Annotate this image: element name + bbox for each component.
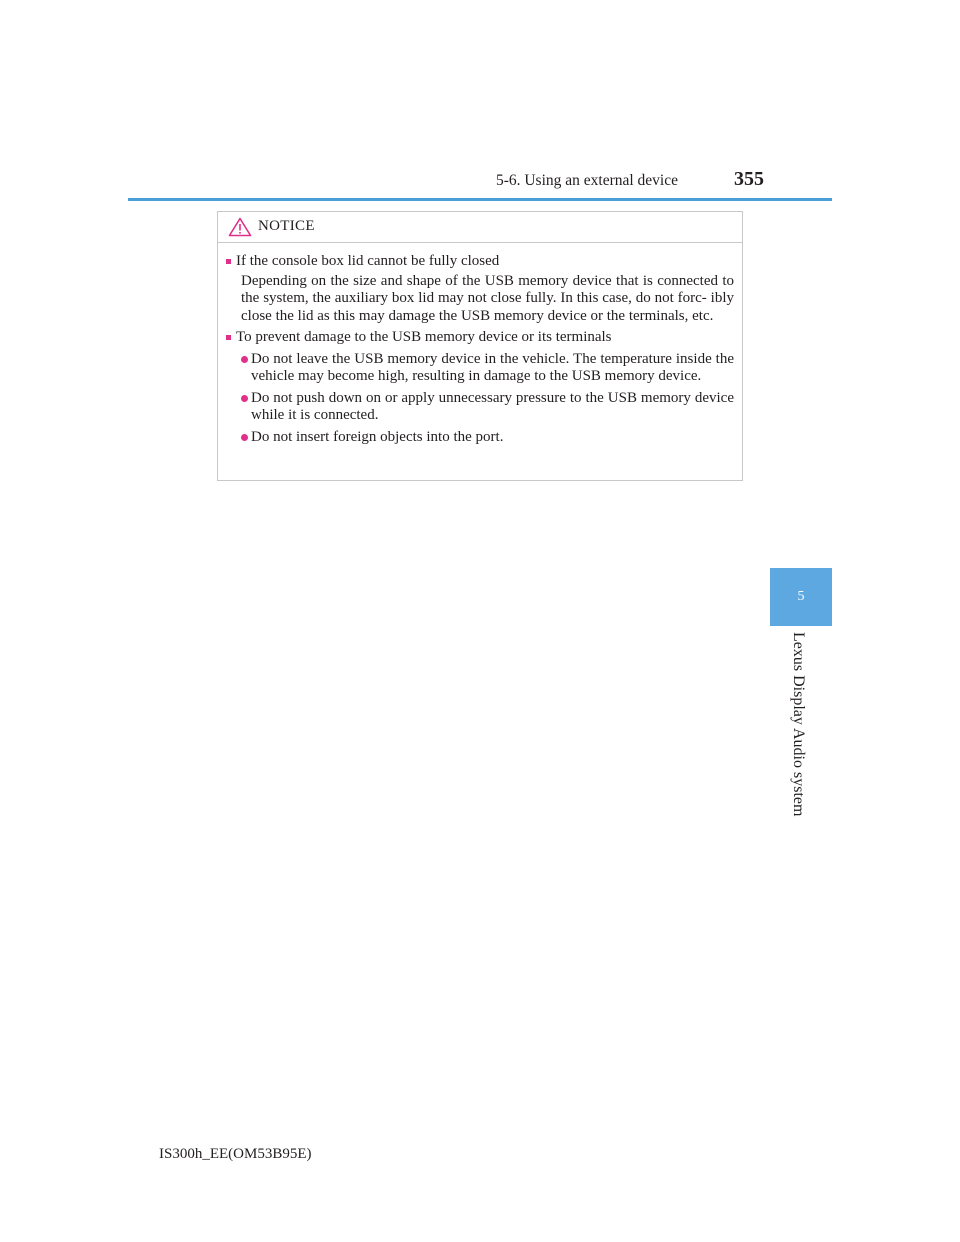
notice-body: If the console box lid cannot be fully c… [218,243,742,446]
round-bullet-icon [241,355,248,363]
chapter-label: Lexus Display Audio system [790,632,807,817]
notice-bullet: Do not leave the USB memory device in th… [241,351,734,386]
header-rule [128,198,832,201]
round-bullet-icon [241,433,248,441]
notice-header: NOTICE [218,212,742,243]
round-bullet-icon [241,394,248,402]
notice-item-heading: To prevent damage to the USB memory devi… [226,329,734,347]
square-bullet-icon [226,259,231,264]
notice-bullet: Do not insert foreign objects into the p… [241,429,734,447]
chapter-tab: 5 [770,568,832,626]
notice-item-text: Depending on the size and shape of the U… [241,272,734,324]
section-title: 5-6. Using an external device [495,172,678,189]
model-code: IS300h_EE(OM53B95E) [159,1146,312,1162]
warning-triangle-icon [228,217,252,237]
notice-title: NOTICE [258,218,315,234]
square-bullet-icon [226,335,231,340]
page-number: 355 [734,168,764,190]
chapter-number: 5 [797,589,805,604]
notice-box: NOTICE If the console box lid cannot be … [217,211,743,481]
notice-item-heading: If the console box lid cannot be fully c… [226,253,734,271]
notice-bullet: Do not push down on or apply unnecessary… [241,390,734,425]
